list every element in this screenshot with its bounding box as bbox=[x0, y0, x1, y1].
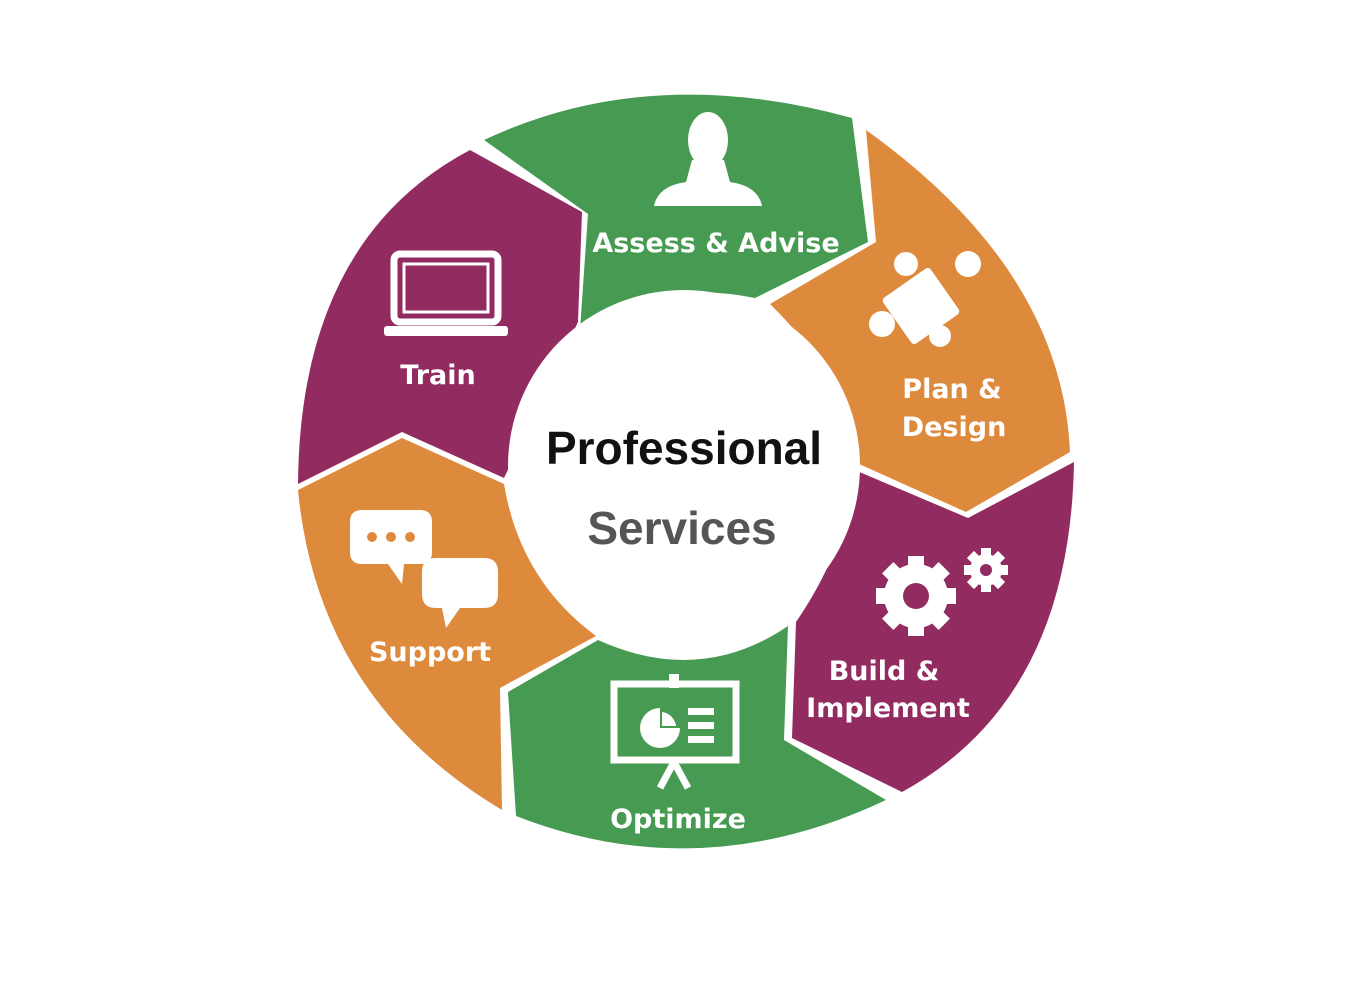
gears-icon bbox=[876, 548, 1008, 636]
label-build-implement: Build & bbox=[829, 656, 940, 687]
segment-train bbox=[298, 150, 582, 484]
laptop-icon bbox=[384, 250, 508, 336]
label-train: Train bbox=[400, 360, 475, 391]
center-subtitle: Services bbox=[587, 502, 776, 554]
label-plan-design-line2: Design bbox=[902, 412, 1007, 443]
segment-assess-advise bbox=[484, 94, 868, 330]
chat-bubbles-icon bbox=[350, 510, 498, 628]
center-circle bbox=[508, 290, 860, 642]
label-assess-advise: Assess & Advise bbox=[592, 228, 839, 259]
puzzle-piece-icon bbox=[869, 251, 981, 347]
label-support: Support bbox=[369, 637, 491, 668]
center-title: Professional bbox=[546, 422, 822, 474]
person-icon bbox=[654, 112, 762, 206]
label-plan-design: Plan & bbox=[902, 374, 1001, 405]
segment-build-implement bbox=[792, 462, 1074, 792]
presentation-board-icon bbox=[610, 674, 740, 790]
label-optimize: Optimize bbox=[610, 804, 746, 835]
label-build-implement-line2: Implement bbox=[806, 693, 970, 724]
